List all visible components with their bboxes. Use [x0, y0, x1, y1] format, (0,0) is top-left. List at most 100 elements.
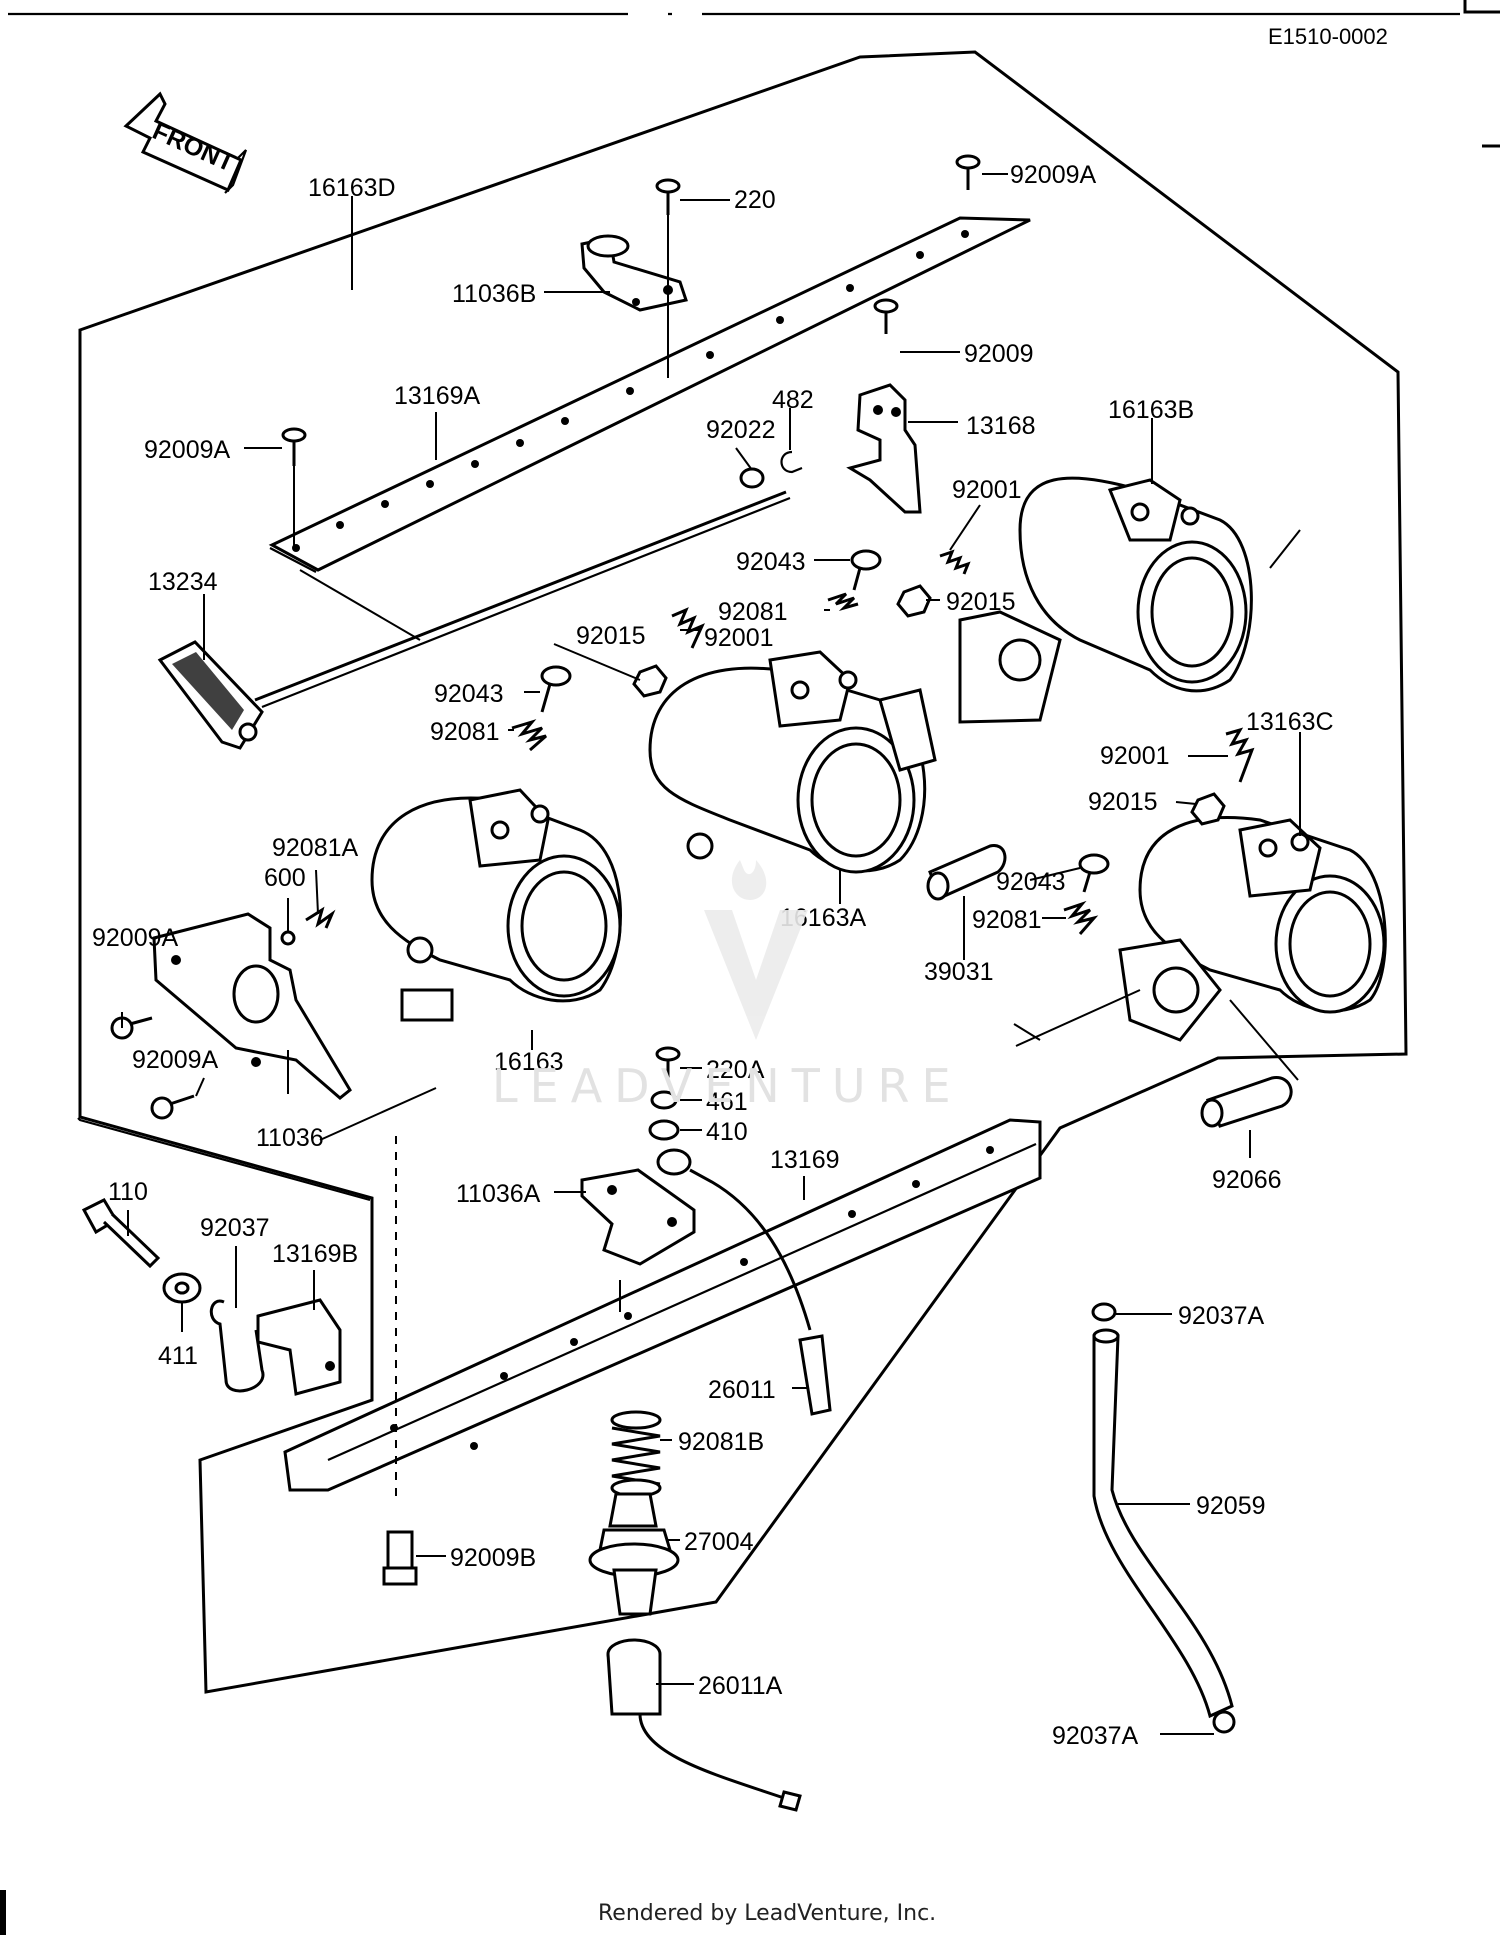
label-92015-right: 92015 [1088, 788, 1158, 816]
pipe-39031 [926, 844, 1007, 901]
label-11036A: 11036A [456, 1180, 541, 1208]
throttle-lever-13234 [157, 640, 264, 750]
label-13169B: 13169B [272, 1240, 358, 1268]
screw-92009a-left-icon [281, 427, 307, 466]
label-92059: 92059 [1196, 1492, 1266, 1520]
screw-220a-icon [655, 1046, 681, 1080]
clip-92037-icon [209, 1299, 265, 1393]
screw-220-icon [655, 178, 681, 215]
nut-92015-mid-icon [896, 584, 932, 618]
label-92015-left: 92015 [576, 622, 646, 650]
switch-27004 [588, 1492, 680, 1616]
diagram-code: E1510-0002 [1268, 24, 1388, 49]
bracket-11036 [152, 912, 352, 1100]
screw-92009-icon [873, 298, 899, 334]
label-13169A: 13169A [394, 382, 481, 410]
label-92009B: 92009B [450, 1544, 536, 1572]
label-92001-right: 92001 [1100, 742, 1170, 770]
carburetor-16163b [958, 476, 1253, 724]
screw-92043-mid-icon [850, 549, 882, 591]
hose-92059 [1092, 1328, 1234, 1719]
screw-92009a-bl-icon [110, 1016, 153, 1040]
label-92001-top: 92001 [952, 476, 1022, 504]
label-92037A-bot: 92037A [1052, 1722, 1139, 1750]
label-92022: 92022 [706, 416, 776, 444]
label-92081A: 92081A [272, 834, 359, 862]
part-labels: 16163D 220 92009A 11036B 92009 13169A 48… [92, 161, 1334, 1750]
label-92009A-top: 92009A [1010, 161, 1097, 189]
label-92037A-top: 92037A [1178, 1302, 1265, 1330]
bolt-110-icon [81, 1198, 161, 1269]
label-92015-mid: 92015 [946, 588, 1016, 616]
spring-92001-mid-icon [671, 607, 705, 649]
label-220: 220 [734, 186, 776, 214]
label-92009: 92009 [964, 340, 1034, 368]
bolt-92009b-icon [382, 1530, 418, 1586]
edge-bar-icon [0, 1890, 6, 1935]
ball-600-icon [280, 930, 296, 946]
label-600: 600 [264, 864, 306, 892]
clip-482-icon [780, 450, 803, 474]
label-92001-mid: 92001 [704, 624, 774, 652]
label-26011: 26011 [708, 1376, 776, 1404]
bracket-11036b [580, 234, 688, 312]
throttle-shaft-edge [261, 496, 791, 709]
connector-26011a [606, 1638, 802, 1812]
label-39031: 39031 [924, 958, 994, 986]
watermark-logo [704, 860, 808, 1040]
screw-92043-left-icon [540, 665, 572, 713]
clamp-92037a-top-icon [1091, 1302, 1117, 1322]
label-27004: 27004 [684, 1528, 754, 1556]
label-92081-right: 92081 [972, 906, 1042, 934]
nut-92015-left-icon [632, 664, 668, 698]
label-92081-mid: 92081 [718, 598, 788, 626]
lever-13168 [846, 383, 922, 514]
spring-92081-left-icon [511, 719, 547, 752]
link-rod-13169 [283, 1118, 1042, 1492]
spring-92081a-icon [305, 906, 336, 929]
screw-92009a-top-icon [955, 154, 981, 190]
spring-92081b-icon [610, 1410, 662, 1498]
label-411: 411 [158, 1342, 198, 1370]
label-11036B: 11036B [452, 280, 536, 308]
washer-411-icon [162, 1272, 202, 1304]
corner-mark-icon [1463, 0, 1500, 14]
label-11036: 11036 [256, 1124, 324, 1152]
label-92037: 92037 [200, 1214, 270, 1242]
label-16163: 16163 [494, 1048, 564, 1076]
bracket-13169b [256, 1298, 342, 1396]
label-26011A: 26011A [698, 1672, 783, 1700]
label-16163D: 16163D [308, 174, 396, 202]
assembly-boundary-frame [78, 50, 1408, 1694]
clamp-92037a-bot-icon [1212, 1710, 1236, 1734]
label-13168: 13168 [966, 412, 1036, 440]
label-92081B: 92081B [678, 1428, 764, 1456]
label-461: 461 [706, 1088, 748, 1116]
label-13234: 13234 [148, 568, 218, 596]
label-92009A-left: 92009A [144, 436, 231, 464]
washer-410-icon [648, 1119, 680, 1141]
spring-92081-right-icon [1063, 900, 1099, 935]
pin-92066 [1200, 1076, 1293, 1128]
washer-461-icon [650, 1090, 678, 1110]
screw-92009a-bl2-icon [150, 1094, 195, 1120]
washer-92022-icon [739, 467, 765, 489]
label-92066: 92066 [1212, 1166, 1282, 1194]
label-13169: 13169 [770, 1146, 840, 1174]
carburetor-16163a [648, 650, 937, 874]
frame-joint [77, 1117, 371, 1202]
nut-92015-right-icon [1190, 792, 1226, 826]
throttle-shaft [254, 490, 787, 702]
footer-credit: Rendered by LeadVenture, Inc. [598, 1901, 936, 1926]
spring-92081-mid-icon [827, 592, 859, 612]
wire-26011 [656, 1148, 832, 1416]
watermark-text: LEADVENTURE [492, 1059, 963, 1113]
leader-lines [121, 173, 1301, 1735]
label-482: 482 [772, 386, 814, 414]
label-410: 410 [706, 1118, 748, 1146]
label-92043-right: 92043 [996, 868, 1066, 896]
label-92081-left: 92081 [430, 718, 500, 746]
link-rod-13169a [268, 216, 1031, 573]
label-16163B: 16163B [1108, 396, 1194, 424]
